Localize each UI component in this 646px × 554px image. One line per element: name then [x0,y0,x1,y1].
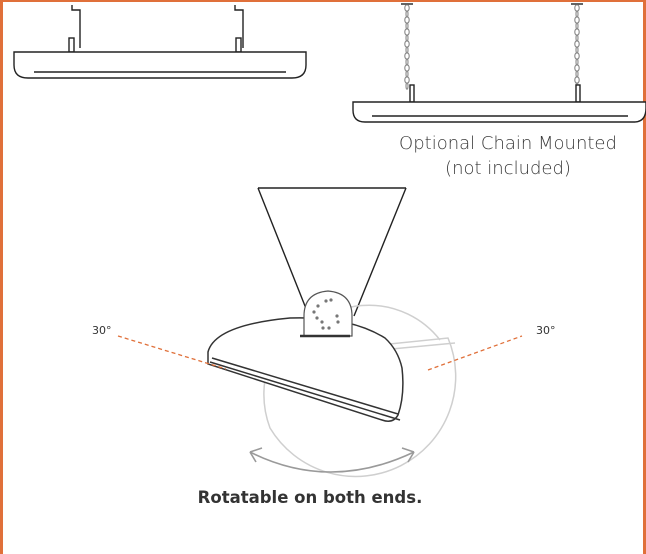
bolt [324,299,328,303]
bolt [327,326,331,330]
chain-link [575,70,579,78]
chain-link [405,58,409,66]
chain-link [575,22,579,30]
bracket-bolts [312,298,340,330]
chain-caption-line1: Optional Chain Mounted [399,133,617,154]
chain-link [404,40,410,48]
bolt [312,310,316,314]
chain-link [404,28,410,36]
chain-link [574,40,580,48]
rotation-caption: Rotatable on both ends. [197,488,423,507]
chain-link [404,52,410,60]
chain-link [404,4,410,12]
bolt [329,298,333,302]
chain-caption-line2: (not included) [445,158,571,179]
chain-link [405,46,409,54]
rotation-arrow [249,447,415,473]
bolt [316,304,320,308]
chain-link [404,16,410,24]
chain-link [575,10,579,18]
chain-mount-caption: Optional Chain Mounted (not included) [370,131,646,181]
left-chain [404,4,410,90]
chain-link [404,76,410,84]
chain-link [574,4,580,12]
left-angle-guide [117,335,227,370]
chain-link [574,28,580,36]
bolt [320,320,324,324]
reflector-funnel [257,187,407,317]
bolt [315,316,319,320]
chain-link [575,46,579,54]
bolt [335,314,339,318]
left-angle-label: 30° [92,324,112,337]
frame-left-border [0,0,3,554]
chain-link [405,82,409,90]
chain-link [575,34,579,42]
bolt [336,320,340,324]
rod-mounted-heater [13,5,307,79]
bolt [321,326,325,330]
chain-link [405,22,409,30]
chain-link [574,16,580,24]
chain-link [574,76,580,84]
right-angle-guide [427,335,523,371]
chain-link [574,52,580,60]
right-angle-label: 30° [536,324,556,337]
chain-link [405,10,409,18]
frame-right-border [643,0,646,554]
chain-link [405,70,409,78]
chain-link [575,58,579,66]
chain-link [405,34,409,42]
frame-top-border [0,0,646,2]
chain-link [574,64,580,72]
chain-link [404,64,410,72]
mounting-bracket [300,290,353,338]
chain-mounted-heater [352,3,646,123]
right-chain [574,4,580,90]
rotated-heater-main [207,317,404,422]
